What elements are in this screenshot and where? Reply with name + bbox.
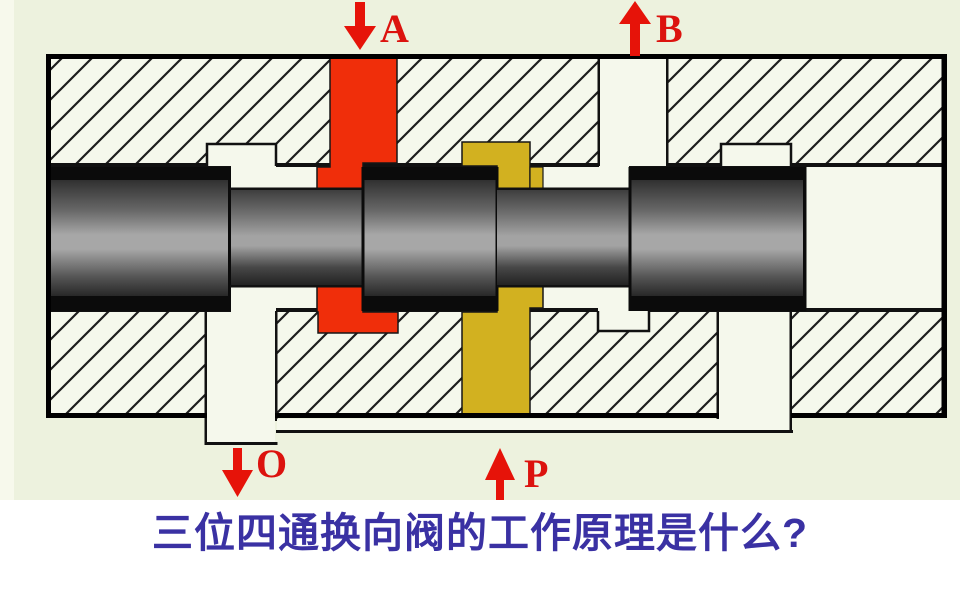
port-b-label: B	[656, 6, 683, 51]
port-o-label: O	[256, 441, 287, 486]
spool	[51, 167, 807, 311]
flow-arrows	[222, 1, 651, 500]
port-p-label: P	[524, 451, 548, 496]
right-drain-channel	[716, 311, 792, 433]
port-p-arrow-up-icon	[485, 448, 515, 500]
upper-groove-right	[719, 142, 793, 166]
lower-groove-right	[596, 311, 651, 333]
spool-land-left	[51, 167, 231, 311]
drain-passage	[276, 419, 793, 433]
port-b-arrow-up-icon	[619, 1, 651, 56]
valve-cross-section-diagram: A B O P	[0, 0, 947, 500]
port-labels: A B O P	[256, 6, 683, 496]
body-borders	[46, 54, 947, 418]
upper-groove-o	[205, 142, 278, 166]
port-a-arrow-down-icon	[344, 2, 376, 50]
fluid-red-port-a	[316, 56, 399, 334]
body-grooves-and-channels	[204, 57, 793, 445]
spool-neck-1	[230, 187, 363, 288]
caption-strip: 三位四通换向阀的工作原理是什么?	[0, 500, 960, 600]
left-edge-strip	[0, 0, 14, 500]
fluid-yellow-port-p	[461, 141, 544, 415]
spool-neck-2	[497, 187, 630, 288]
port-a-label: A	[380, 6, 409, 51]
port-b-channel	[597, 57, 669, 166]
valve-diagram-panel: A B O P	[0, 0, 960, 500]
spool-land-middle	[361, 167, 499, 311]
port-o-arrow-down-icon	[222, 448, 253, 497]
caption-question: 三位四通换向阀的工作原理是什么?	[151, 510, 809, 556]
spool-land-right	[628, 167, 807, 311]
port-o-channel	[204, 311, 278, 445]
